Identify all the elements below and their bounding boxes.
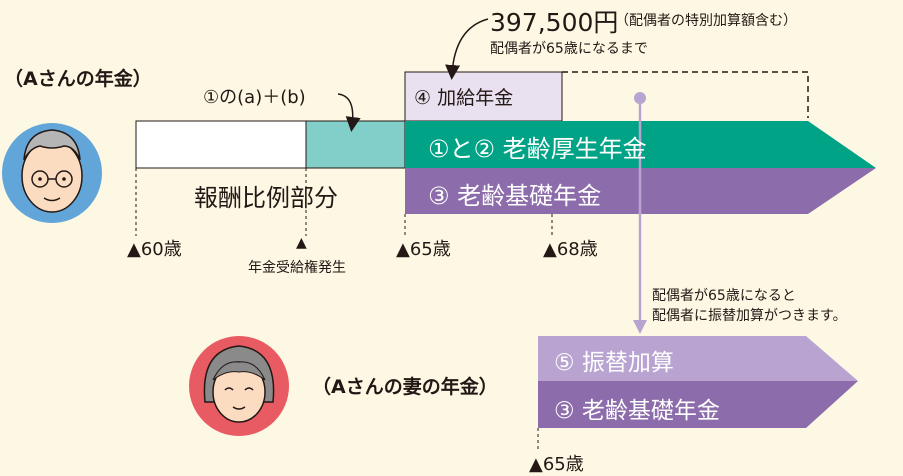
husband-avatar: [2, 123, 102, 223]
pre-pension-bar: [135, 120, 307, 169]
formula-label: ①の(a)＋(b): [203, 87, 306, 108]
formula-arrow: [337, 93, 361, 132]
amount-note: （配偶者の特別加算額含む）: [615, 13, 797, 29]
transfer-addition-label: ⑤ 振替加算: [554, 350, 674, 376]
earnings-related-bar: [305, 120, 406, 169]
entitlement-marker-triangle: ▲: [296, 235, 307, 251]
wife-basic-pension-arrow: [538, 381, 858, 428]
employees-pension-label: ①と② 老齢厚生年金: [428, 135, 647, 163]
amount-value: 397,500円: [490, 8, 619, 37]
husband-title: （Aさんの年金）: [4, 68, 152, 90]
wife-title: （Aさんの妻の年金）: [312, 376, 498, 398]
transfer-arrow-head: [633, 320, 647, 334]
wife-avatar: [189, 336, 289, 436]
age-guide-lines: [135, 168, 553, 452]
earnings-related-label: 報酬比例部分: [194, 184, 338, 212]
age68-marker: ▲68歳: [543, 239, 598, 260]
transfer-note-line1: 配偶者が65歳になると: [652, 288, 796, 304]
transfer-note-line2: 配偶者に振替加算がつきます。: [652, 308, 847, 324]
wife-basic-pension-label: ③ 老齢基礎年金: [554, 398, 720, 424]
age60-marker: ▲60歳: [127, 239, 182, 260]
additional-pension-dashed-box: [562, 71, 809, 118]
additional-pension-label: ④ 加給年金: [414, 87, 514, 109]
amount-arrow: [445, 18, 489, 80]
until-note: 配偶者が65歳になるまで: [490, 41, 648, 57]
additional-pension-bar: [404, 71, 563, 122]
wife-age65-marker: ▲65歳: [529, 454, 584, 475]
age65-marker: ▲65歳: [396, 239, 451, 260]
husband-basic-pension-label: ③ 老齢基礎年金: [428, 182, 602, 210]
transfer-addition-arrow: [538, 336, 858, 381]
transfer-arrow-origin: [634, 92, 646, 104]
entitlement-label: 年金受給権発生: [248, 260, 346, 276]
